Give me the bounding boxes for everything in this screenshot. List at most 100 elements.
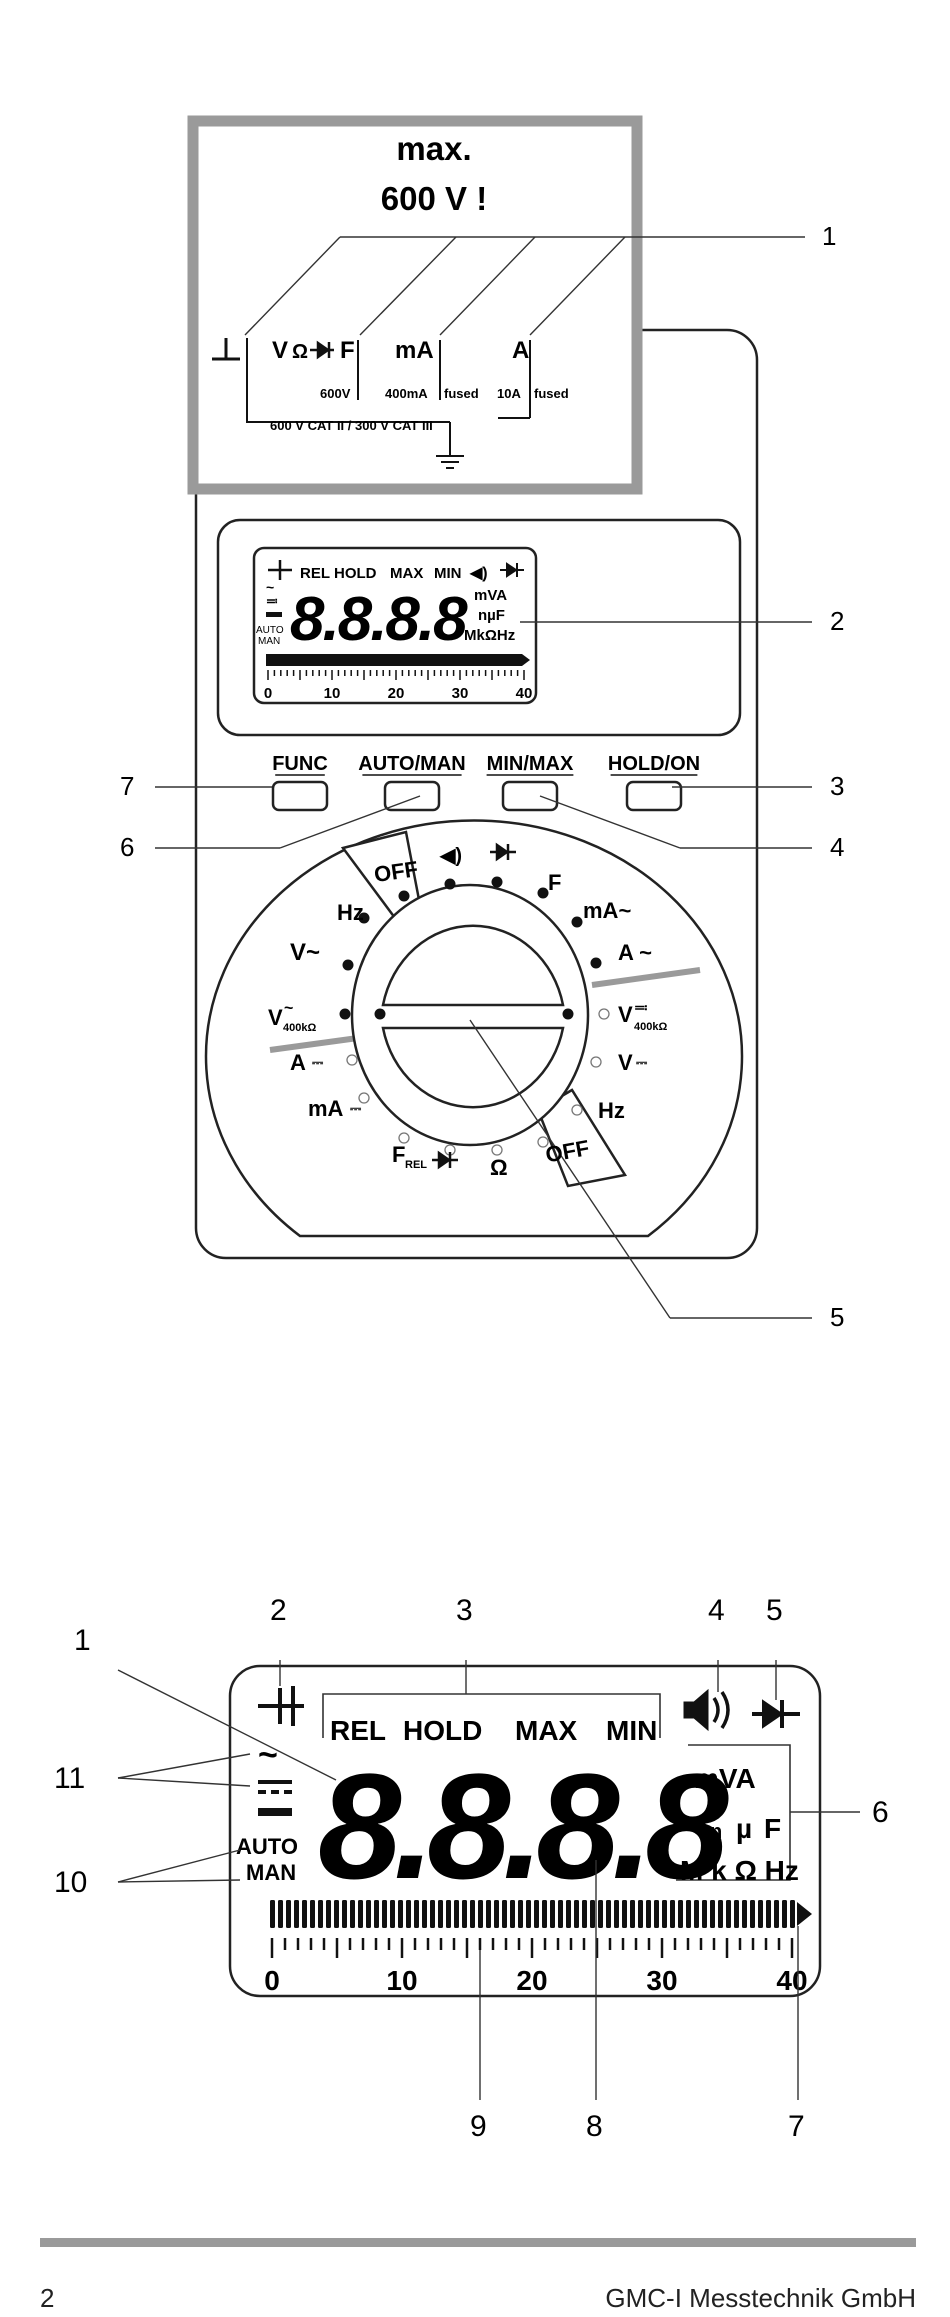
detail-bar-segment bbox=[774, 1900, 779, 1928]
callout-number-3: 3 bbox=[830, 771, 844, 801]
detail-bar-segment bbox=[414, 1900, 419, 1928]
detail-minus-icon bbox=[258, 1808, 292, 1816]
switch-label-off-top: OFF bbox=[372, 856, 419, 887]
detail-bar-segment bbox=[766, 1900, 771, 1928]
detail-bar-segment bbox=[350, 1900, 355, 1928]
lcd-speaker-icon: ◀) bbox=[469, 565, 488, 582]
detail-bar-segment bbox=[734, 1900, 739, 1928]
socket-rating-400ma: 400mA bbox=[385, 386, 428, 401]
switch-dot bbox=[398, 890, 410, 902]
switch-label-v-dc-400k-sign: ≕ bbox=[634, 999, 648, 1015]
footer-rule bbox=[40, 2238, 916, 2247]
detail-bar-segment bbox=[790, 1900, 795, 1928]
lcd-man: MAN bbox=[258, 636, 280, 647]
detail-bar-segment bbox=[654, 1900, 659, 1928]
detail-label-bracket bbox=[322, 1693, 661, 1738]
detail-callout-3: 3 bbox=[456, 1594, 473, 1627]
detail-unit-mkohm-hz: M k Ω Hz bbox=[680, 1855, 799, 1886]
lcd-ac-icon: ~ bbox=[266, 579, 274, 595]
ground-symbol bbox=[212, 338, 240, 361]
socket-label-ma: mA bbox=[395, 337, 434, 364]
callout-number-7: 7 bbox=[120, 771, 134, 801]
detail-bar-segment bbox=[742, 1900, 747, 1928]
lcd-label-min: MIN bbox=[434, 565, 462, 582]
detail-bar-segment bbox=[638, 1900, 643, 1928]
lcd-scale-label: 10 bbox=[324, 685, 341, 702]
callout-1-lines bbox=[244, 236, 805, 336]
detail-bar-segment bbox=[486, 1900, 491, 1928]
switch-dot bbox=[342, 959, 354, 971]
switch-dot-open bbox=[358, 1092, 370, 1104]
lcd-auto: AUTO bbox=[256, 625, 284, 636]
detail-scale-label: 10 bbox=[386, 1965, 417, 1996]
detail-bar-segment bbox=[478, 1900, 483, 1928]
detail-bar-segment bbox=[342, 1900, 347, 1928]
socket-rating-fused-1: fused bbox=[444, 386, 479, 401]
switch-dot-open bbox=[346, 1054, 358, 1066]
switch-divider-right bbox=[591, 967, 701, 988]
detail-bar-segment bbox=[366, 1900, 371, 1928]
detail-bar-segment bbox=[542, 1900, 547, 1928]
detail-bar-segment bbox=[710, 1900, 715, 1928]
switch-dot-open bbox=[491, 1144, 503, 1156]
switch-label-v-dc-sign: ⎓ bbox=[636, 1054, 648, 1070]
lcd-panel bbox=[252, 546, 538, 705]
button-auto-man[interactable] bbox=[383, 780, 441, 812]
detail-scale-label: 0 bbox=[264, 1965, 280, 1996]
detail-bar-segment bbox=[566, 1900, 571, 1928]
callout-number-6: 6 bbox=[120, 832, 134, 862]
button-func[interactable] bbox=[271, 780, 329, 812]
detail-callout-1: 1 bbox=[74, 1624, 91, 1657]
switch-label-f: F bbox=[548, 870, 561, 895]
detail-man: MAN bbox=[246, 1860, 296, 1885]
lcd-scale-label: 20 bbox=[388, 685, 405, 702]
switch-dot bbox=[571, 916, 583, 928]
detail-bar-segment bbox=[758, 1900, 763, 1928]
detail-unit-n: n bbox=[710, 1821, 722, 1843]
lcd-label-max: MAX bbox=[390, 565, 423, 582]
detail-bar-segment bbox=[278, 1900, 283, 1928]
socket-rating-600v: 600V bbox=[320, 386, 351, 401]
detail-bar-segment bbox=[334, 1900, 339, 1928]
detail-bargraph bbox=[270, 1900, 795, 1928]
lcd-scale-label: 30 bbox=[452, 685, 469, 702]
socket-rating-fused-2: fused bbox=[534, 386, 569, 401]
detail-bar-segment bbox=[470, 1900, 475, 1928]
detail-bar-segment bbox=[518, 1900, 523, 1928]
detail-bar-segment bbox=[630, 1900, 635, 1928]
button-hold-on[interactable] bbox=[625, 780, 683, 812]
switch-knob-bottom bbox=[381, 1026, 565, 1109]
detail-callout-6: 6 bbox=[872, 1796, 889, 1829]
detail-unit-f: F bbox=[764, 1813, 781, 1844]
callout-lines-buttons bbox=[155, 786, 812, 849]
detail-bar-segment bbox=[558, 1900, 563, 1928]
switch-label-v-dc-400k-sub: 400kΩ bbox=[634, 1021, 667, 1033]
button-label: FUNC bbox=[272, 753, 328, 775]
lcd-digits: 8.8.8.8 bbox=[290, 585, 468, 654]
warning-line2: 600 V ! bbox=[381, 180, 487, 217]
switch-label-hz-right: Hz bbox=[598, 1098, 625, 1123]
callout-number-2: 2 bbox=[830, 606, 844, 636]
detail-bar-segment bbox=[598, 1900, 603, 1928]
lcd-scale-ticks bbox=[267, 670, 525, 680]
detail-bar-segment bbox=[302, 1900, 307, 1928]
detail-bar-segment bbox=[606, 1900, 611, 1928]
detail-bar-segment bbox=[318, 1900, 323, 1928]
switch-label-v-400k-tilde: ~ bbox=[284, 1000, 293, 1017]
detail-bar-segment bbox=[782, 1900, 787, 1928]
detail-bar-segment bbox=[686, 1900, 691, 1928]
detail-callout-7: 7 bbox=[788, 2110, 805, 2143]
button-min-max[interactable] bbox=[501, 780, 559, 812]
detail-bar-segment bbox=[678, 1900, 683, 1928]
switch-label-f-rel: F bbox=[392, 1142, 405, 1167]
switch-dot bbox=[374, 1008, 386, 1020]
detail-bar-segment bbox=[430, 1900, 435, 1928]
detail-bar-segment bbox=[646, 1900, 651, 1928]
switch-diode-icon bbox=[432, 1150, 458, 1170]
lcd-scale-label: 40 bbox=[516, 685, 533, 702]
socket-panel-frame bbox=[187, 115, 643, 495]
lcd-unit-nuf: nµF bbox=[478, 607, 505, 624]
switch-label-v-dc: V bbox=[618, 1050, 633, 1075]
switch-label-ma-ac: mA~ bbox=[583, 898, 631, 923]
